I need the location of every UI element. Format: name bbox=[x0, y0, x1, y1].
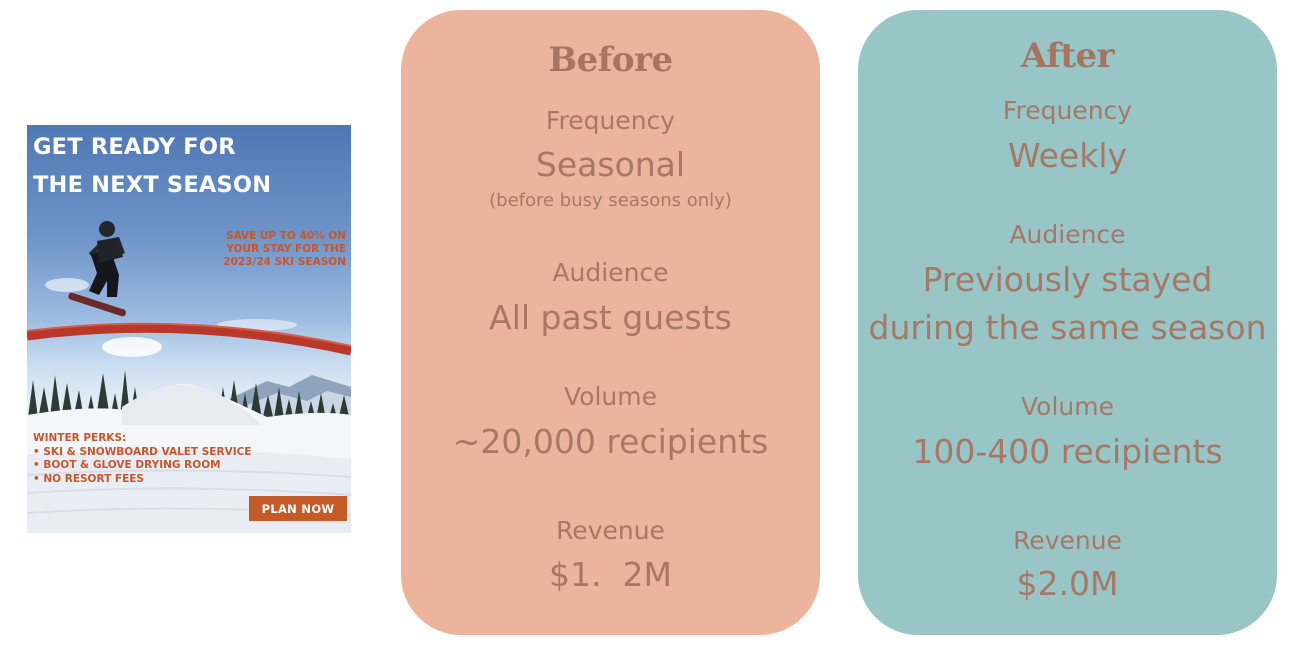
before-audience-value: All past guests bbox=[489, 298, 732, 337]
before-audience-label: Audience bbox=[552, 258, 669, 287]
before-card-title: Before bbox=[548, 40, 673, 80]
ad-promo-line-3: 2023/24 SKI SEASON bbox=[223, 256, 346, 268]
ad-headline-line-2: THE NEXT SEASON bbox=[33, 172, 272, 198]
after-frequency-label: Frequency bbox=[1002, 96, 1133, 125]
ad-headline: GET READY FOR THE NEXT SEASON bbox=[33, 128, 351, 204]
ad-promo-line-2: YOUR STAY FOR THE bbox=[226, 243, 346, 255]
before-revenue-value: $1. 2M bbox=[549, 555, 672, 594]
after-volume-value: 100-400 recipients bbox=[912, 432, 1223, 471]
after-revenue-label: Revenue bbox=[1013, 526, 1122, 555]
before-card: Before Frequency Seasonal (before busy s… bbox=[401, 10, 820, 635]
after-card-title: After bbox=[1020, 36, 1115, 76]
ad-perk-item-1: • SKI & SNOWBOARD VALET SERVICE bbox=[33, 445, 252, 458]
ad-perk-item-3: • NO RESORT FEES bbox=[33, 472, 144, 485]
before-frequency-label: Frequency bbox=[545, 106, 676, 135]
after-audience-label: Audience bbox=[1009, 220, 1126, 249]
ad-poster: GET READY FOR THE NEXT SEASON SAVE UP TO… bbox=[27, 125, 351, 533]
ad-perks-list: WINTER PERKS: • SKI & SNOWBOARD VALET SE… bbox=[33, 432, 343, 486]
after-revenue-value: $2.0M bbox=[1016, 564, 1119, 603]
before-frequency-value: Seasonal bbox=[535, 145, 686, 184]
ad-promo-line-1: SAVE UP TO 40% ON bbox=[225, 230, 346, 242]
after-card: After Frequency Weekly Audience Previous… bbox=[858, 10, 1277, 635]
before-frequency-note: (before busy seasons only) bbox=[489, 190, 732, 211]
ad-perks-title: WINTER PERKS: bbox=[33, 432, 127, 444]
ad-headline-line-1: GET READY FOR bbox=[33, 134, 236, 160]
ad-perk-item-2: • BOOT & GLOVE DRYING ROOM bbox=[33, 459, 221, 471]
ad-promo-text: SAVE UP TO 40% ON YOUR STAY FOR THE 2023… bbox=[146, 230, 346, 269]
before-revenue-label: Revenue bbox=[556, 516, 665, 545]
after-frequency-value: Weekly bbox=[1007, 136, 1128, 175]
before-volume-label: Volume bbox=[564, 382, 657, 411]
after-volume-label: Volume bbox=[1021, 392, 1114, 421]
before-volume-value: ~20,000 recipients bbox=[452, 422, 769, 461]
plan-now-button[interactable]: PLAN NOW bbox=[249, 496, 347, 521]
after-audience-value-line-1: Previously stayed bbox=[922, 260, 1213, 299]
after-audience-value-line-2: during the same season bbox=[868, 308, 1267, 347]
